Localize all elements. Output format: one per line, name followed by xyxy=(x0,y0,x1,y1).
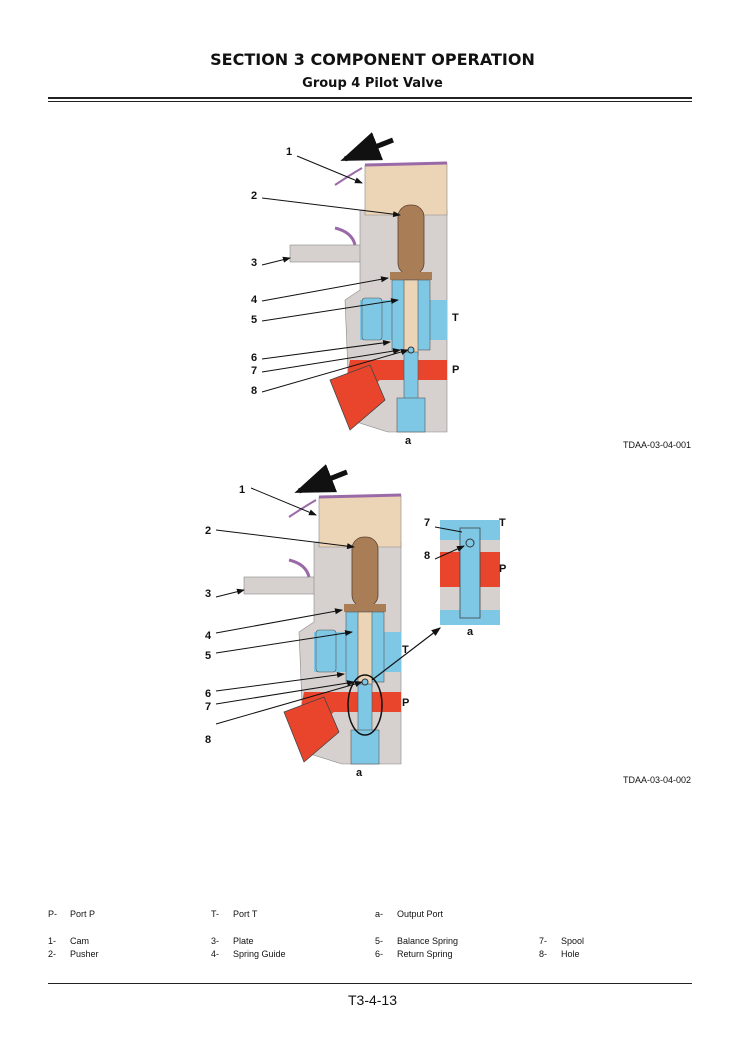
legend-key: 3- xyxy=(211,936,220,946)
legend-key: 1- xyxy=(48,936,57,946)
fig2-port-p: P xyxy=(402,697,410,709)
legend-text: Spool xyxy=(561,936,585,946)
inset-label-8: 8 xyxy=(424,550,431,562)
fig1-label-4: 4 xyxy=(251,294,258,306)
legend-key: 4- xyxy=(211,949,220,959)
legend-key: 6- xyxy=(375,949,384,959)
legend-key: T- xyxy=(211,909,219,919)
detail-arrow xyxy=(371,627,441,681)
legend-key: a- xyxy=(375,909,384,919)
figure2-valve-section xyxy=(216,472,401,764)
legend-key: 5- xyxy=(375,936,384,946)
fig2-label-2: 2 xyxy=(205,525,212,537)
legend-text: Port P xyxy=(70,909,96,919)
fig2-label-3: 3 xyxy=(205,588,212,600)
fig1-label-2: 2 xyxy=(251,190,258,202)
page-number: T3-4-13 xyxy=(347,992,398,1008)
legend-text: Plate xyxy=(233,936,254,946)
legend-key: P- xyxy=(48,909,57,919)
fig1-label-7: 7 xyxy=(251,365,258,377)
inset-label-7: 7 xyxy=(424,517,431,529)
fig2-label-4: 4 xyxy=(205,630,212,642)
fig1-port-t: T xyxy=(452,312,459,324)
fig1-label-1: 1 xyxy=(286,146,293,158)
inset-port-t: T xyxy=(499,517,506,529)
figure1-valve-section xyxy=(262,140,447,432)
header-rule xyxy=(48,97,692,99)
fig1-port-p: P xyxy=(452,364,460,376)
legend-key: 2- xyxy=(48,949,57,959)
fig2-label-8: 8 xyxy=(205,734,212,746)
legend-key: 8- xyxy=(539,949,548,959)
fig1-label-8: 8 xyxy=(251,385,258,397)
inset-detail xyxy=(434,520,500,625)
group-title: Group 4 Pilot Valve xyxy=(302,76,443,91)
fig2-label-1: 1 xyxy=(239,484,246,496)
fig2-label-5: 5 xyxy=(205,650,212,662)
inset-port-a: a xyxy=(467,626,474,638)
footer-rule xyxy=(48,983,692,984)
legend-text: Spring Guide xyxy=(233,949,286,959)
fig2-code: TDAA-03-04-002 xyxy=(622,775,691,785)
legend-text: Output Port xyxy=(397,909,444,919)
legend-text: Cam xyxy=(70,936,90,946)
legend-text: Hole xyxy=(561,949,580,959)
inset-port-p: P xyxy=(499,563,507,575)
fig1-label-3: 3 xyxy=(251,257,258,269)
fig1-port-a: a xyxy=(405,435,412,447)
legend-text: Balance Spring xyxy=(397,936,459,946)
legend-text: Pusher xyxy=(70,949,99,959)
fig2-port-a: a xyxy=(356,767,363,779)
detail-circle xyxy=(347,674,383,736)
fig1-label-5: 5 xyxy=(251,314,258,326)
fig2-label-6: 6 xyxy=(205,688,212,700)
fig2-port-t: T xyxy=(402,644,409,656)
header-rule-thin xyxy=(48,101,692,102)
fig1-label-6: 6 xyxy=(251,352,258,364)
section-title: SECTION 3 COMPONENT OPERATION xyxy=(210,50,535,69)
legend-key: 7- xyxy=(539,936,548,946)
legend-text: Return Spring xyxy=(397,949,453,959)
legend-text: Port T xyxy=(233,909,258,919)
fig1-code: TDAA-03-04-001 xyxy=(622,440,691,450)
fig2-label-7: 7 xyxy=(205,701,212,713)
